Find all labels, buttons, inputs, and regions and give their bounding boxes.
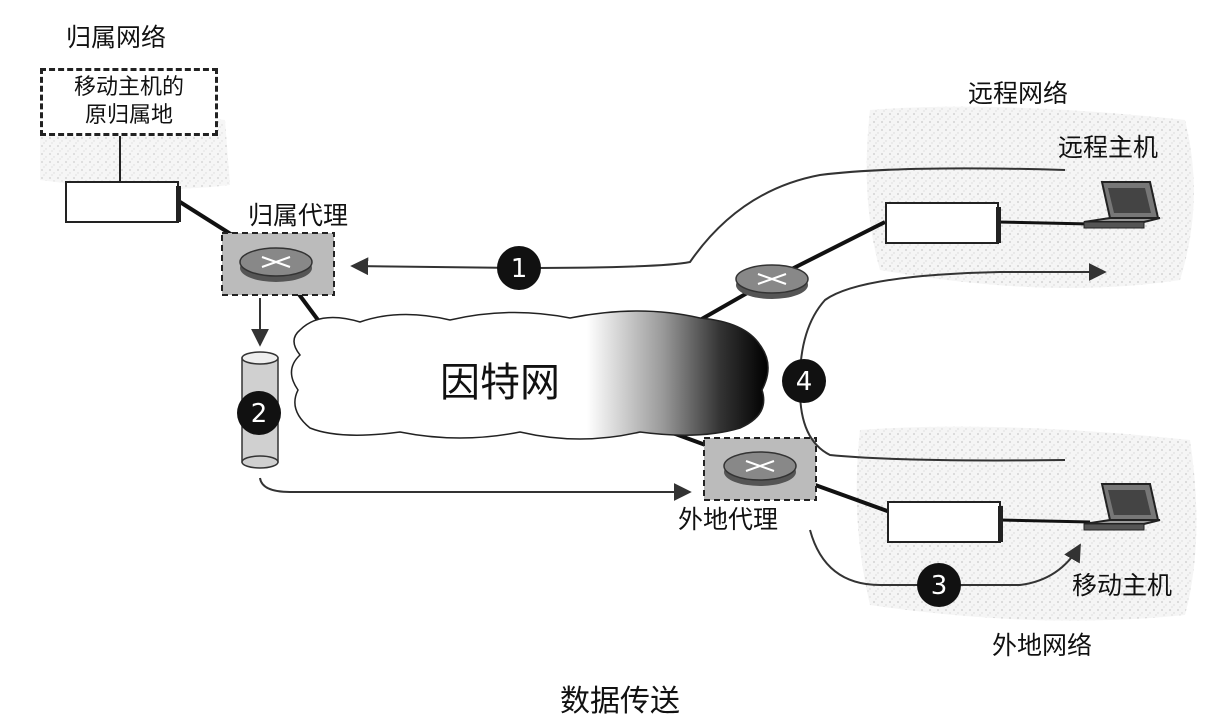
foreign-network-label: 外地网络 (992, 631, 1093, 660)
mobile-host-label: 移动主机 (1072, 571, 1173, 600)
step-number-1: 1 (511, 254, 528, 284)
diagram-caption: 数据传送 (560, 684, 680, 719)
remote-network-label: 远程网络 (968, 79, 1069, 108)
home-origin-line1: 移动主机的 (73, 75, 184, 100)
step-marker-4: 4 (782, 359, 826, 403)
mobile-laptop-icon (1083, 483, 1161, 531)
internet-cloud (290, 310, 769, 440)
step-number-3: 3 (931, 571, 948, 601)
flow-path-3 (809, 529, 1081, 586)
internet-label: 因特网 (440, 360, 560, 406)
home-agent-router-icon (239, 247, 313, 282)
foreign-server-box (887, 501, 1001, 543)
mobile-host-link (999, 518, 1091, 524)
remote-server-box (885, 202, 999, 244)
remote-host-label: 远程主机 (1058, 133, 1159, 162)
remote-router-icon (735, 264, 809, 299)
home-origin-box: 移动主机的 原归属地 (40, 68, 218, 136)
step-marker-2: 2 (237, 391, 281, 435)
foreign-agent-label: 外地代理 (678, 505, 779, 534)
step-marker-1: 1 (497, 246, 541, 290)
flow-path-2 (259, 477, 692, 501)
step-number-4: 4 (796, 367, 813, 397)
home-host-box-shadow (176, 186, 181, 222)
step-marker-3: 3 (917, 563, 961, 607)
foreign-agent-router-icon (723, 451, 797, 486)
home-network-label: 归属网络 (66, 23, 167, 52)
remote-laptop-icon (1083, 181, 1161, 229)
remote-host-link (997, 220, 1091, 226)
remote-server-box-shadow (996, 207, 1001, 243)
home-agent-label: 归属代理 (248, 201, 349, 230)
flow-path-1 (350, 167, 1066, 276)
foreign-server-box-shadow (998, 506, 1003, 542)
step-number-2: 2 (251, 399, 268, 429)
home-origin-line2: 原归属地 (84, 103, 173, 128)
home-host-box (65, 181, 179, 223)
